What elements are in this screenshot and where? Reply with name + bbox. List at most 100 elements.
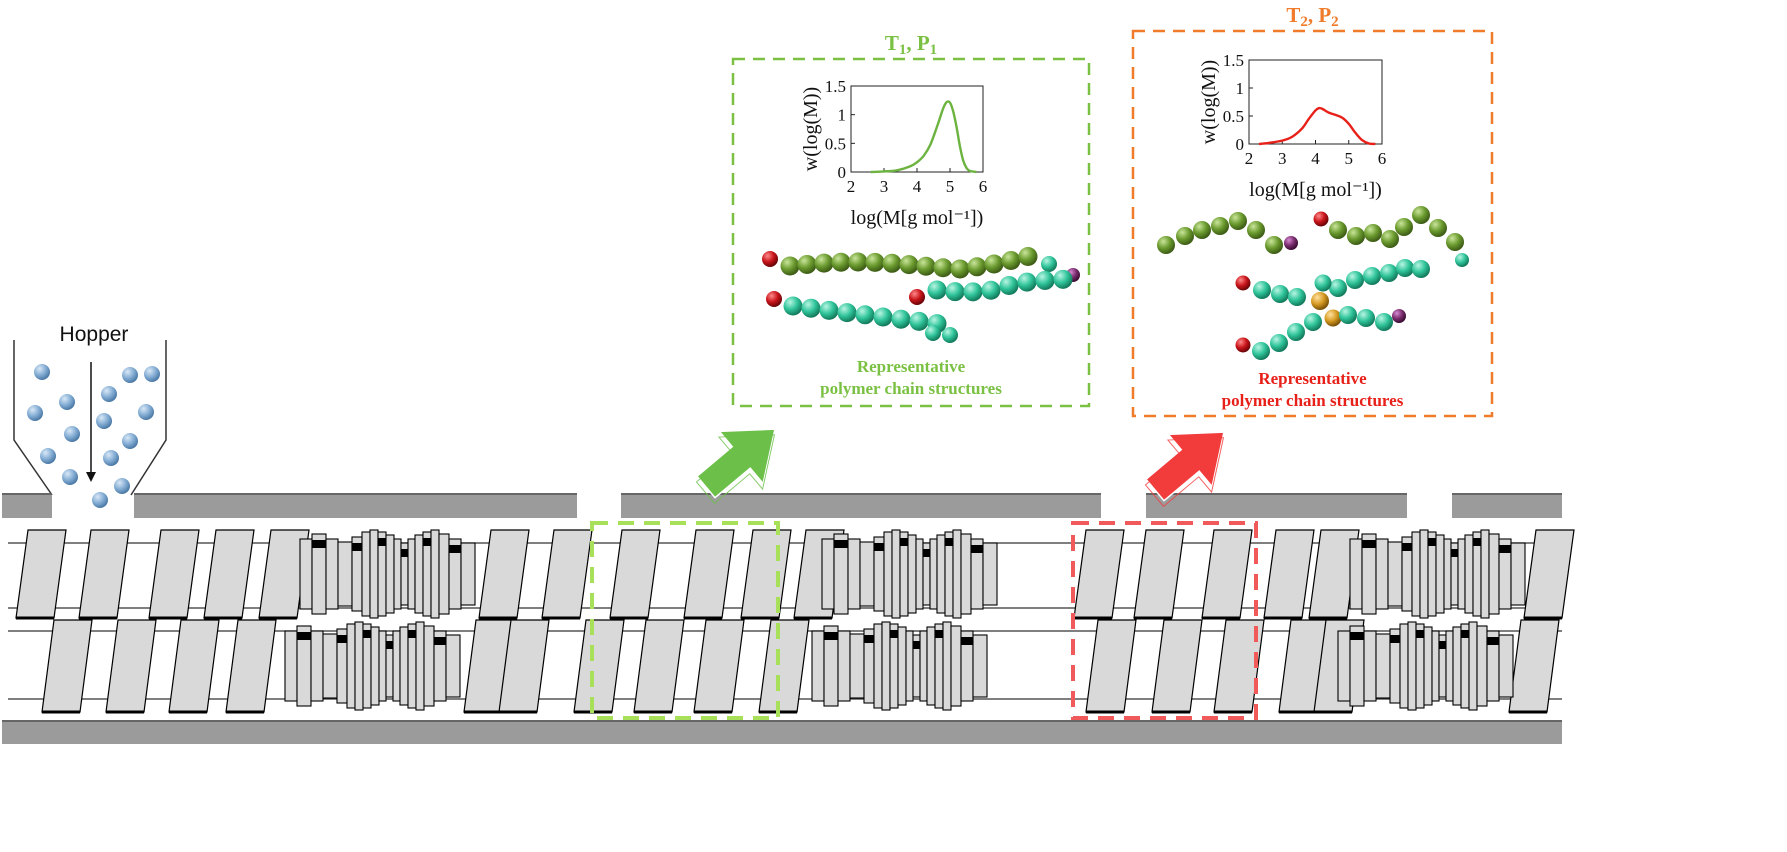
polymer-chains [762, 247, 1080, 343]
chain-bead [1193, 221, 1211, 239]
chain-bead [1288, 288, 1306, 306]
pellet [114, 478, 130, 494]
kneading-disc [1375, 538, 1389, 610]
x-tick-label: 5 [1345, 149, 1354, 168]
chain-bead [1375, 313, 1393, 331]
barrel-top-segment [2, 493, 52, 518]
chain-bead [1252, 342, 1270, 360]
kneading-disc [385, 534, 395, 614]
chain-bead [1357, 309, 1375, 327]
kneading-disc [310, 630, 324, 702]
mwd-curve [1258, 106, 1376, 146]
kneading-disc [378, 630, 387, 702]
kneading-disc-shade [386, 641, 393, 649]
kneading-disc-shade [337, 635, 347, 643]
kneading-disc-shade [923, 549, 930, 557]
chain-bead [1176, 227, 1194, 245]
conveying-element [758, 619, 810, 713]
kneading-disc [415, 621, 425, 711]
hopper-outline-right [130, 340, 167, 496]
kneading-disc-shade [449, 545, 461, 553]
chain-bead [1287, 323, 1305, 341]
kneading-disc [982, 542, 998, 606]
x-tick-label: 6 [979, 177, 988, 196]
chain-bead [967, 257, 987, 277]
panel-frame [1131, 29, 1494, 418]
kneading-disc [423, 625, 435, 707]
y-tick-label: 0.5 [1223, 107, 1244, 126]
kneading-disc [460, 542, 476, 606]
barrel [2, 493, 1562, 744]
kneading-disc [1435, 534, 1445, 614]
y-tick-label: 1.5 [1223, 51, 1244, 70]
kneading-disc [1498, 634, 1514, 698]
zone-arrow-icon [1144, 431, 1225, 508]
conveying-element [225, 619, 277, 713]
chain-bead [1270, 334, 1288, 352]
chain-bead [899, 255, 919, 275]
kneading-disc-shade [408, 630, 416, 638]
kneading-disc [1375, 633, 1391, 699]
conveying-element [693, 619, 745, 713]
y-tick-label: 0.5 [825, 134, 846, 153]
polymer-chains [1157, 206, 1469, 360]
hopper-outline [13, 340, 53, 496]
kneading-disc [960, 533, 972, 615]
y-axis-label: w(log(M)) [800, 87, 822, 171]
kneading-disc-shade [961, 637, 973, 645]
chain-bead [909, 311, 929, 331]
chain-bead [925, 325, 941, 341]
kneading-disc [1423, 626, 1433, 706]
hopper-label: Hopper [60, 323, 129, 346]
chain-bead [1235, 275, 1251, 291]
y-tick-label: 1 [1236, 79, 1245, 98]
kneading-disc [399, 626, 409, 706]
chain-bead [1314, 274, 1332, 292]
barrel-bottom [2, 720, 1562, 744]
kneading-disc-shade [297, 632, 311, 640]
kneading-disc [407, 538, 416, 610]
chain-bead [766, 291, 782, 307]
kneading-disc [952, 529, 962, 619]
kneading-disc [881, 621, 891, 711]
chain-bead [891, 309, 911, 329]
kneading-disc-shade [401, 549, 408, 557]
x-axis-label: log(M[g mol⁻¹]) [1249, 179, 1382, 201]
chain-bead [984, 254, 1004, 274]
pellet [92, 492, 108, 508]
kneading-disc [873, 623, 883, 709]
chain-bead [1018, 247, 1038, 267]
x-tick-label: 5 [946, 177, 955, 196]
chain-bead [1412, 260, 1430, 278]
chain-bead [801, 298, 821, 318]
kneading-disc [393, 538, 402, 610]
arrow-shadow [1144, 437, 1225, 508]
kneading-disc-shade [1402, 543, 1412, 551]
hopper: Hopper [13, 323, 167, 508]
kneading-disc-shade [1362, 540, 1376, 548]
kneading-disc [1387, 541, 1403, 607]
kneading-disc-shade [935, 630, 943, 638]
panel-frame [731, 57, 1091, 408]
pellet [138, 404, 154, 420]
chain-bead [950, 259, 970, 279]
conveying-element [573, 619, 625, 713]
kneading-disc [915, 538, 924, 610]
kneading-disc [1399, 623, 1409, 709]
chain-bead [1363, 267, 1381, 285]
chain-bead [882, 253, 902, 273]
kneading-disc-shade [900, 538, 908, 546]
chain-bead [1284, 236, 1298, 250]
kneading-disc [322, 633, 338, 699]
kneading-disc-shade [1487, 637, 1499, 645]
chain-bead [780, 256, 800, 276]
conveying-element [168, 619, 220, 713]
kneading-disc [414, 534, 424, 614]
barrel-top-segment [134, 493, 577, 518]
chain-bead [1017, 272, 1037, 292]
condition-label: T2, P2 [1286, 3, 1338, 30]
plot-area [850, 85, 984, 173]
x-tick-label: 3 [880, 177, 889, 196]
